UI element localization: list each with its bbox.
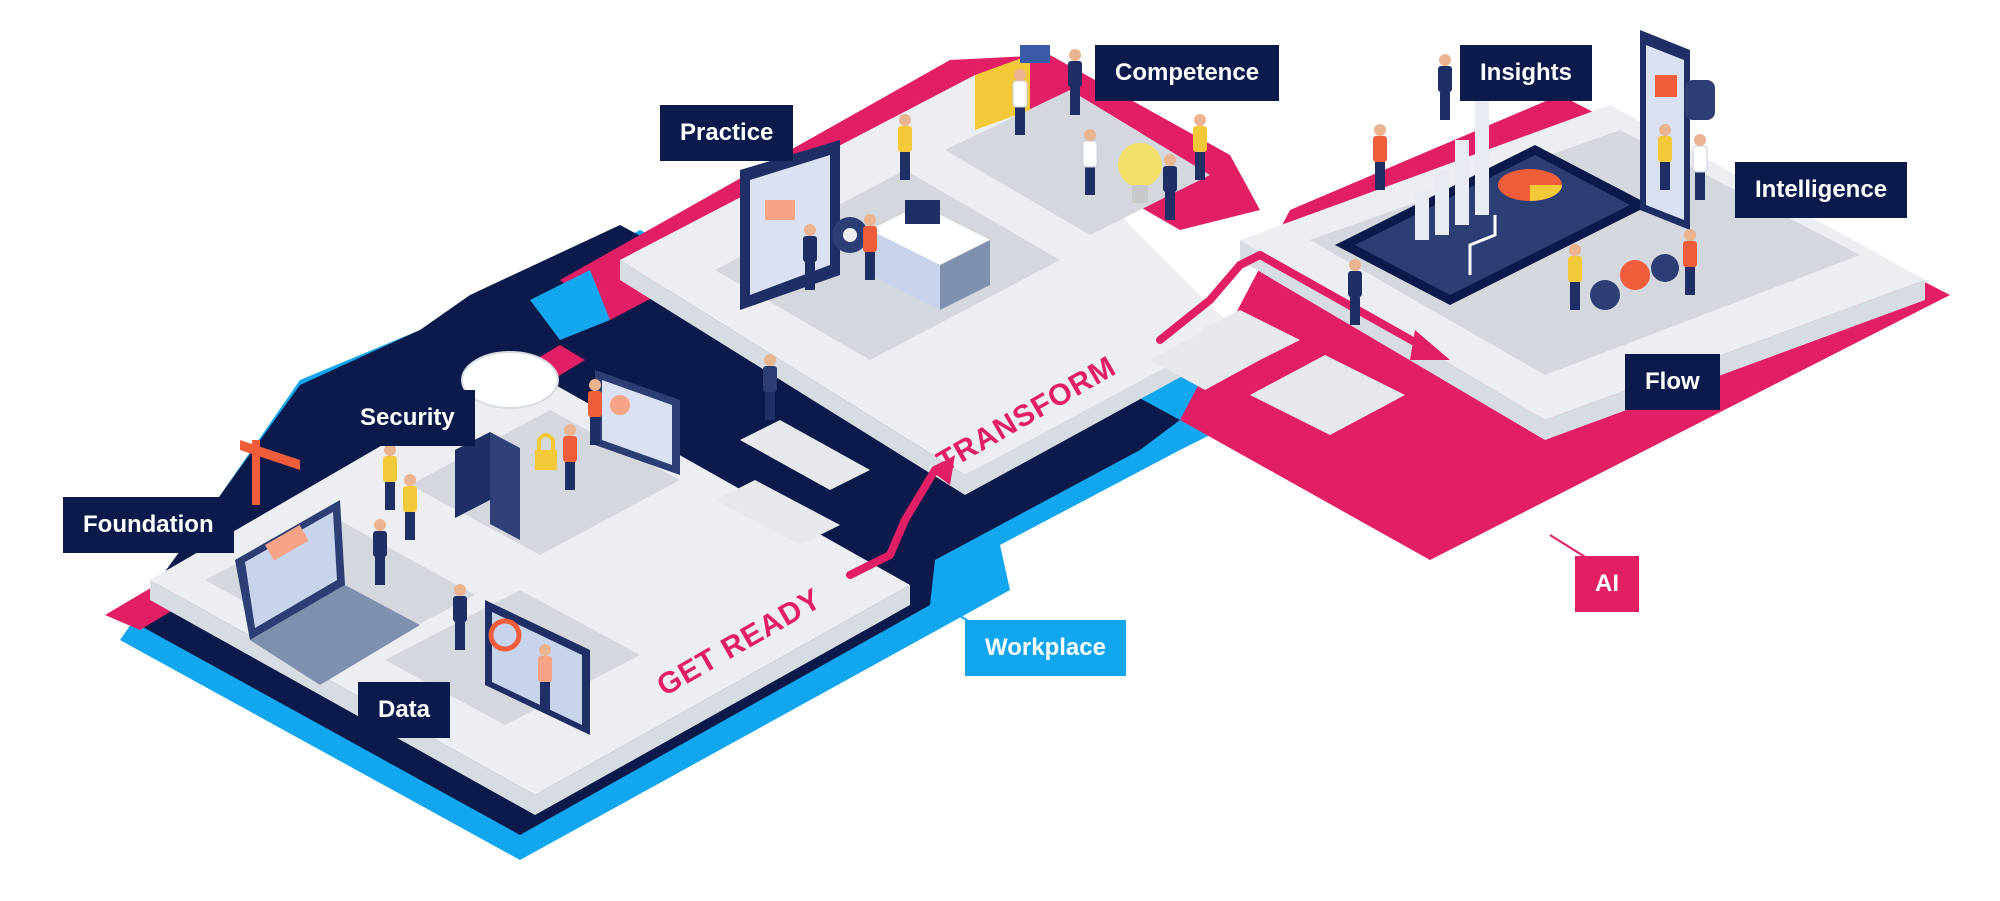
tag-data: Data — [358, 682, 451, 738]
person-figure-icon — [1683, 229, 1697, 295]
competence-objects — [1118, 143, 1162, 203]
person-figure-icon — [453, 584, 467, 650]
padlock-icon — [535, 433, 557, 470]
step-4 — [1200, 310, 1300, 360]
person-figure-icon — [1012, 69, 1028, 135]
journey-arrow-path-2 — [1156, 251, 1424, 349]
person-figure-icon — [898, 114, 912, 180]
tablet-icon — [1335, 145, 1650, 305]
steps — [715, 310, 1405, 545]
person-figure-icon — [588, 379, 602, 445]
unleash-platform-edge — [1240, 240, 1925, 440]
tag-competence: Competence — [1095, 45, 1280, 101]
server-icon — [455, 432, 520, 540]
person-figure-icon — [803, 224, 817, 290]
tag-foundation: Foundation — [63, 497, 234, 553]
person-figure-icon — [1163, 154, 1177, 220]
tag-insights: Insights — [1460, 45, 1593, 101]
person-figure-icon — [373, 519, 387, 585]
person-figure-icon — [383, 444, 397, 510]
journey-arrow-head-1 — [930, 455, 955, 485]
tag-security: Security — [340, 390, 475, 446]
gear-icon — [1590, 254, 1679, 310]
pie-chart-icon — [1498, 169, 1562, 201]
person-figure-icon — [1658, 124, 1672, 190]
chart-board-icon — [595, 370, 680, 475]
laptop-icon — [235, 500, 420, 685]
tag-practice: Practice — [660, 105, 794, 161]
person-figure-icon — [1348, 259, 1362, 325]
person-figure-icon — [1068, 49, 1082, 115]
get-ready-platform — [150, 365, 910, 795]
cloud-icon — [461, 351, 559, 409]
person-figure-icon — [563, 424, 577, 490]
unleash-objects — [1335, 30, 1715, 310]
step-1 — [715, 480, 840, 545]
bar-chart-icon — [1415, 95, 1489, 240]
cyan-sliver — [530, 270, 610, 340]
step-2 — [740, 420, 870, 490]
person-figure-icon — [863, 214, 877, 280]
tablet-icon — [485, 600, 590, 735]
ai-leader-line — [1549, 534, 1591, 561]
person-figure-icon — [1692, 134, 1708, 200]
step-5 — [1250, 355, 1405, 435]
tag-intelligence: Intelligence — [1735, 162, 1908, 218]
person-figure-icon — [1373, 124, 1387, 190]
person-figure-icon — [403, 474, 417, 540]
lightbulb-icon — [1118, 143, 1162, 203]
people — [373, 49, 1708, 710]
person-figure-icon — [538, 644, 552, 710]
data-objects — [485, 600, 590, 735]
tag-workplace: Workplace — [965, 620, 1126, 676]
crane-icon — [240, 440, 300, 505]
security-objects — [455, 351, 680, 540]
gear-icon — [832, 217, 868, 253]
person-figure-icon — [1568, 244, 1582, 310]
person-figure-icon — [763, 354, 777, 420]
tag-flow: Flow — [1625, 354, 1720, 410]
person-figure-icon — [1082, 129, 1098, 195]
person-figure-icon — [1193, 114, 1207, 180]
desk-icon — [870, 200, 990, 310]
person-figure-icon — [1438, 54, 1452, 120]
journey-arrow-head-2 — [1410, 330, 1450, 360]
foundation-objects — [235, 440, 420, 685]
tag-ai: AI — [1575, 556, 1639, 612]
